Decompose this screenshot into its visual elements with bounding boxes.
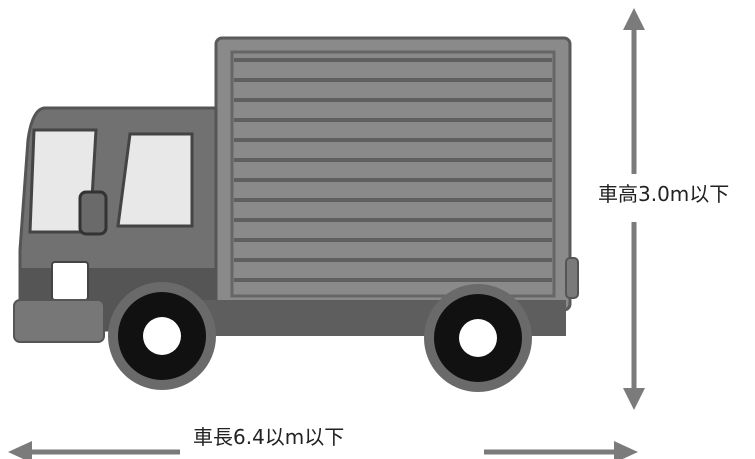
length-arrow-right-head-icon	[614, 441, 638, 459]
height-arrow-up-head-icon	[623, 8, 645, 30]
length-arrow-left-head-icon	[8, 441, 32, 459]
rear-light	[565, 257, 579, 299]
front-wheel-hub	[143, 317, 181, 355]
headlight	[51, 261, 89, 301]
cargo-box-slats	[234, 58, 552, 282]
bumper	[13, 299, 105, 343]
box-truck-icon	[13, 36, 579, 392]
height-dimension-label: 車高3.0m以下	[598, 182, 730, 206]
height-dimension-arrow	[623, 8, 645, 410]
rear-wheel-hub	[459, 319, 497, 357]
side-window	[116, 132, 194, 228]
length-dimension-arrow	[8, 441, 638, 459]
cargo-box-panel	[230, 50, 556, 298]
height-arrow-down-head-icon	[623, 388, 645, 410]
length-dimension-label: 車長6.4以m以下	[193, 425, 345, 449]
side-mirror	[78, 190, 108, 236]
